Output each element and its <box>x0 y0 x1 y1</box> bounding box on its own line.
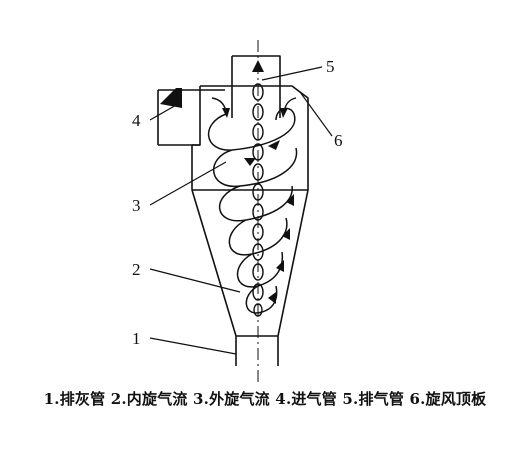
callout-6: 6 <box>334 131 343 150</box>
dust-discharge-pipe <box>235 335 279 366</box>
outflow-arrowhead <box>252 60 264 72</box>
cone-left-wall <box>191 189 237 337</box>
leader-line-6 <box>299 91 333 137</box>
outlet-pipe <box>231 55 281 118</box>
vortex-arrowhead-4 <box>276 260 284 272</box>
inflow-arrowhead-left <box>222 108 230 118</box>
vortex-arrowhead-6 <box>244 158 256 166</box>
inflow-arrowhead-right <box>280 108 288 118</box>
leader-line-1 <box>149 337 237 355</box>
leader-line-4 <box>149 103 179 121</box>
callout-2: 2 <box>132 260 141 279</box>
vortex-arrowhead-3 <box>282 228 290 240</box>
leader-line-5 <box>261 66 323 81</box>
diagram-caption: 1.排灰管 2.内旋气流 3.外旋气流 4.进气管 5.排气管 6.旋风顶板 <box>43 390 487 408</box>
inlet-duct <box>157 89 225 146</box>
callout-4: 4 <box>132 111 141 130</box>
vortex-arrowhead-1 <box>268 140 280 150</box>
callout-3: 3 <box>132 196 141 215</box>
callout-1: 1 <box>132 329 141 348</box>
outer-vortex <box>208 107 298 314</box>
vortex-arrowhead-2 <box>286 194 294 206</box>
inner-vortex <box>252 83 264 317</box>
leader-line-2 <box>149 268 241 293</box>
cone-right-wall <box>277 189 309 337</box>
leader-line-3 <box>149 161 227 206</box>
vortex-arrowhead-5 <box>268 292 276 304</box>
callout-5: 5 <box>326 57 335 76</box>
inlet-marker <box>160 88 182 108</box>
cylinder-left-wall <box>191 86 201 190</box>
